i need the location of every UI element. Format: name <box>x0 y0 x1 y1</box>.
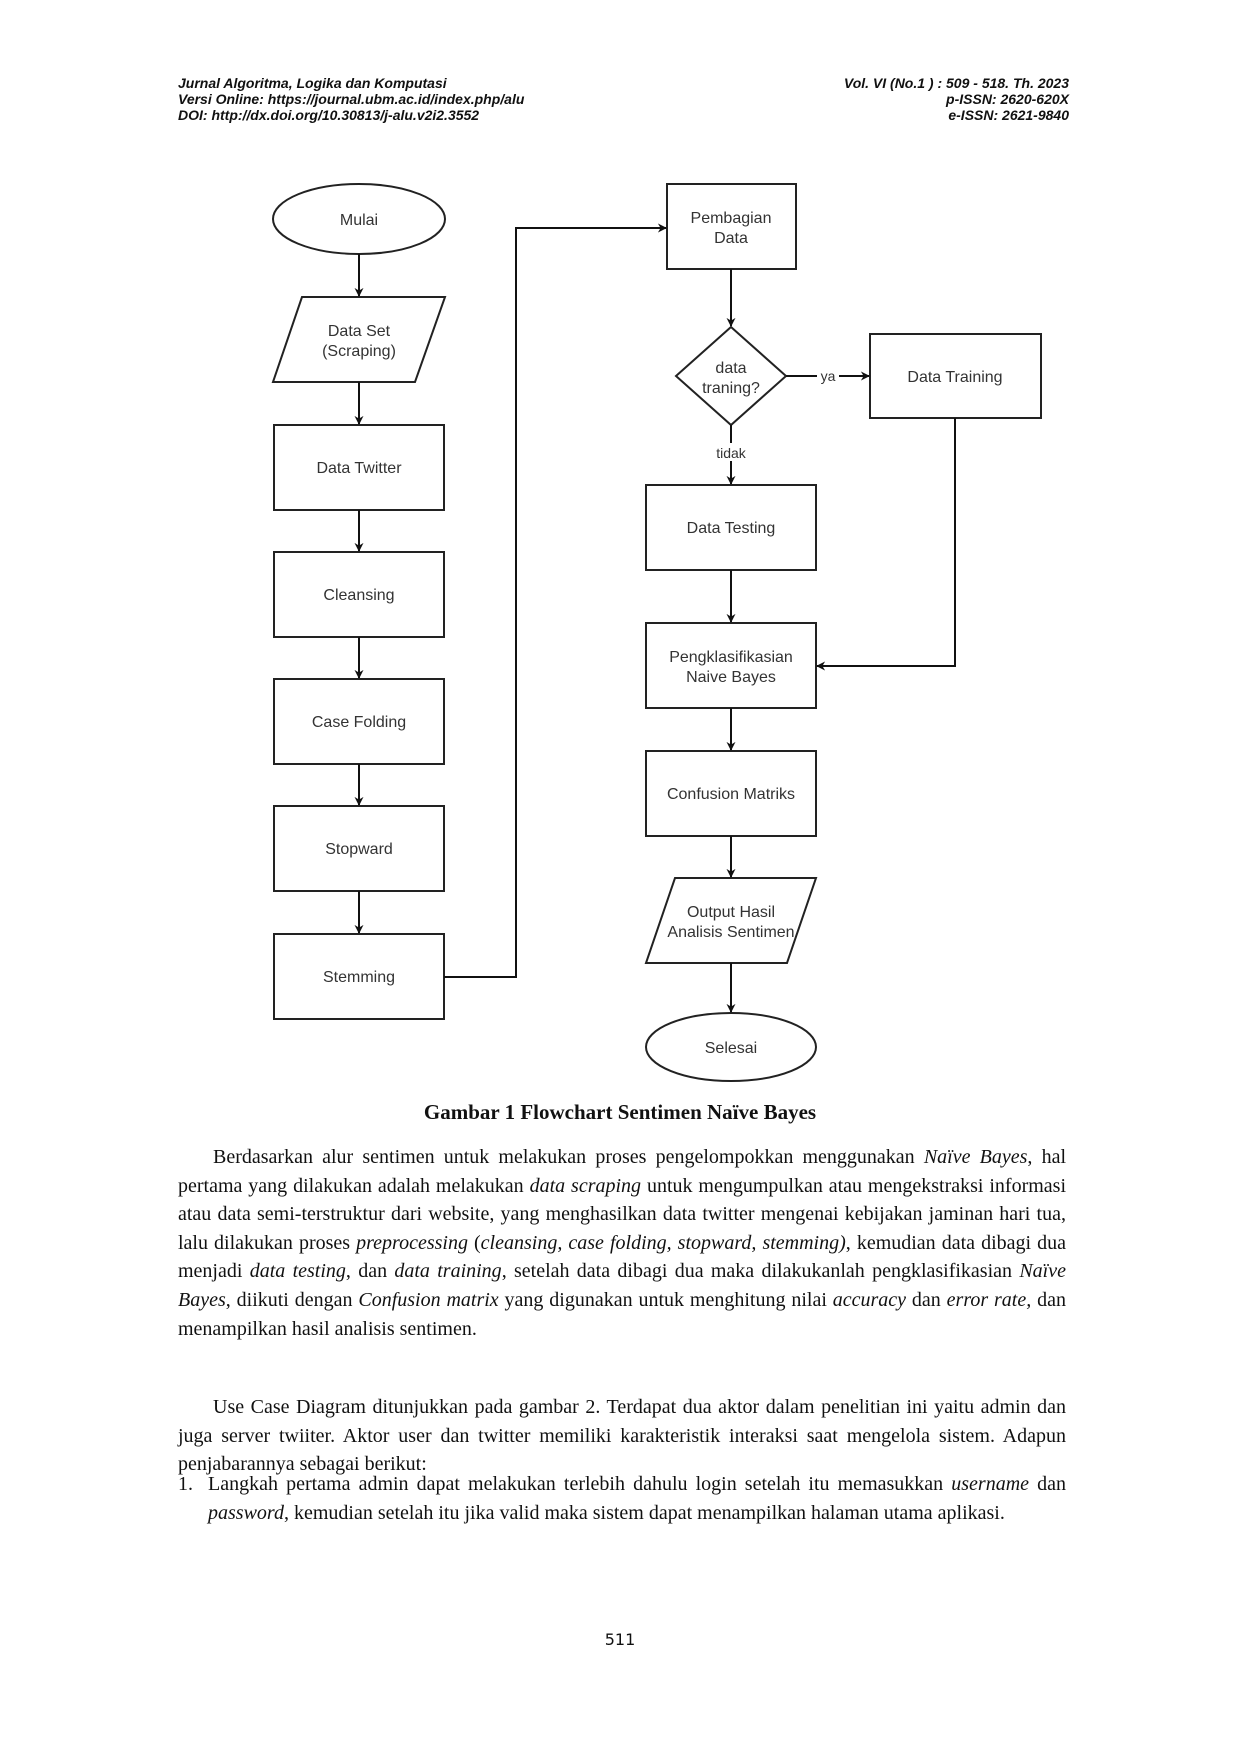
node-training-label: Data Training <box>907 369 1002 386</box>
node-dataset-label-1: Data Set <box>328 323 391 340</box>
paragraph-1-italic-run: accuracy <box>832 1288 907 1311</box>
node-stopward-shape <box>273 805 445 892</box>
journal-doi: DOI: http://dx.doi.org/10.30813/j-alu.v2… <box>178 107 480 123</box>
journal-title: Jurnal Algoritma, Logika dan Komputasi <box>178 75 447 91</box>
paragraph-1-text-run: Berdasarkan alur sentimen untuk melakuka… <box>213 1146 924 1168</box>
figure-caption: Gambar 1 Flowchart Sentimen Naïve Bayes <box>423 1100 817 1124</box>
node-output-label-1: Output Hasil <box>687 904 775 921</box>
node-testing-label: Data Testing <box>687 520 776 537</box>
node-cleansing-label: Cleansing <box>323 587 394 604</box>
list-item: Langkah pertama admin dapat melakukan te… <box>208 1470 1066 1527</box>
paragraph-1-italic-run: error rate, <box>946 1288 1032 1311</box>
node-dataset-shape <box>271 296 447 383</box>
paragraph-1-text-run: untuk mengumpulkan atau mengekstraksi in… <box>178 1174 1067 1254</box>
paragraph-1-italic-run: Confusion matrix <box>358 1288 499 1311</box>
page-number: 511 <box>604 1630 636 1649</box>
node-pembagian-shape <box>666 183 797 270</box>
edge-label-ya: ya <box>821 368 836 384</box>
paragraph-1-italic-run: preprocessing <box>356 1231 468 1254</box>
journal-eissn: e-ISSN: 2621-9840 <box>948 107 1069 123</box>
node-casefolding-shape <box>273 678 445 765</box>
node-casefolding-label: Case Folding <box>312 714 406 731</box>
journal-online-url: Versi Online: https://journal.ubm.ac.id/… <box>178 91 525 107</box>
journal-pissn: p-ISSN: 2620-620X <box>946 91 1069 107</box>
list-item-text-run: , kemudian setelah itu jika valid maka s… <box>283 1501 1005 1524</box>
node-dataset-label-2: (Scraping) <box>322 343 396 360</box>
node-twitter-label: Data Twitter <box>316 460 402 477</box>
node-selesai-shape <box>645 1012 817 1082</box>
node-decision-label-2: traning? <box>702 380 760 397</box>
paragraph-1-italic-run: cleansing, case folding, stopward, stemm… <box>480 1231 846 1254</box>
list-item-number: 1. <box>178 1473 193 1495</box>
node-klasifikasi-label-2: Naive Bayes <box>686 669 776 686</box>
journal-header-right: Vol. VI (No.1 ) : 509 - 518. Th. 2023 p-… <box>844 75 1069 123</box>
node-testing-shape <box>645 484 817 571</box>
node-training-shape <box>869 333 1042 419</box>
list-item-italic-run: username <box>951 1473 1030 1495</box>
paragraph-2: Use Case Diagram ditunjukkan pada gambar… <box>178 1396 1066 1476</box>
list-item-italic-run: password <box>208 1501 284 1524</box>
paragraph-1-text-run: , setelah data dibagi dua maka dilakukan… <box>501 1260 1020 1283</box>
node-stemming-label: Stemming <box>323 969 395 986</box>
journal-volume: Vol. VI (No.1 ) : 509 - 518. Th. 2023 <box>843 75 1069 91</box>
paragraph-1: Berdasarkan alur sentimen untuk melakuka… <box>178 1143 1066 1343</box>
edge-stemming-pembagian <box>444 223 667 978</box>
list-item-text-run: Langkah pertama admin dapat melakukan te… <box>208 1473 952 1495</box>
node-klasifikasi-label-1: Pengklasifikasian <box>669 649 793 666</box>
node-klasifikasi-shape <box>645 622 817 709</box>
paragraph-1-text-run: , kemudian data dibagi dua menjadi <box>178 1231 1066 1283</box>
node-mulai-label: Mulai <box>340 212 378 229</box>
paragraph-1-text-run: , hal pertama yang dilakukan adalah mela… <box>178 1146 1066 1197</box>
paragraph-1-text-run: yang digunakan untuk menghitung nilai <box>498 1288 833 1311</box>
flowchart-figure: ya tidak Mulai Data Set (Scraping) Data … <box>271 183 1042 1082</box>
paragraph-1-text-run: dan menampilkan hasil analisis sentimen. <box>178 1288 1066 1340</box>
node-output-label-2: Analisis Sentimen <box>667 924 794 941</box>
paragraph-1-text-run: dan <box>906 1288 947 1311</box>
node-confusion-shape <box>645 750 817 837</box>
node-stopward-label: Stopward <box>325 841 393 858</box>
edge-label-tidak: tidak <box>716 445 747 461</box>
node-pembagian-label-2: Data <box>714 230 748 247</box>
paragraph-1-italic-run: data scraping <box>529 1174 642 1197</box>
paragraph-1-text-run: ( <box>467 1231 481 1254</box>
paragraph-1-text-run: , dan <box>345 1260 395 1283</box>
paragraph-1-italic-run: Naïve Bayes <box>923 1146 1028 1168</box>
node-twitter-shape <box>273 424 445 511</box>
node-confusion-label: Confusion Matriks <box>667 786 795 803</box>
paragraph-1-italic-run: Naïve Bayes <box>178 1260 1066 1311</box>
node-pembagian-label-1: Pembagian <box>691 210 772 227</box>
paragraph-1-italic-run: data testing <box>249 1260 346 1283</box>
node-selesai-label: Selesai <box>705 1040 757 1057</box>
numbered-list: 1. Langkah pertama admin dapat melakukan… <box>178 1470 1066 1527</box>
paragraph-1-text-run: , diikuti dengan <box>225 1288 359 1311</box>
node-decision-label-1: data <box>715 360 746 377</box>
node-cleansing-shape <box>273 551 445 638</box>
journal-header-left: Jurnal Algoritma, Logika dan Komputasi V… <box>178 75 524 123</box>
paragraph-1-italic-run: data training <box>394 1260 502 1283</box>
node-output-shape <box>644 877 818 964</box>
edge-training-klasifikasi <box>816 418 956 671</box>
list-item-text-run: dan <box>1029 1473 1066 1495</box>
